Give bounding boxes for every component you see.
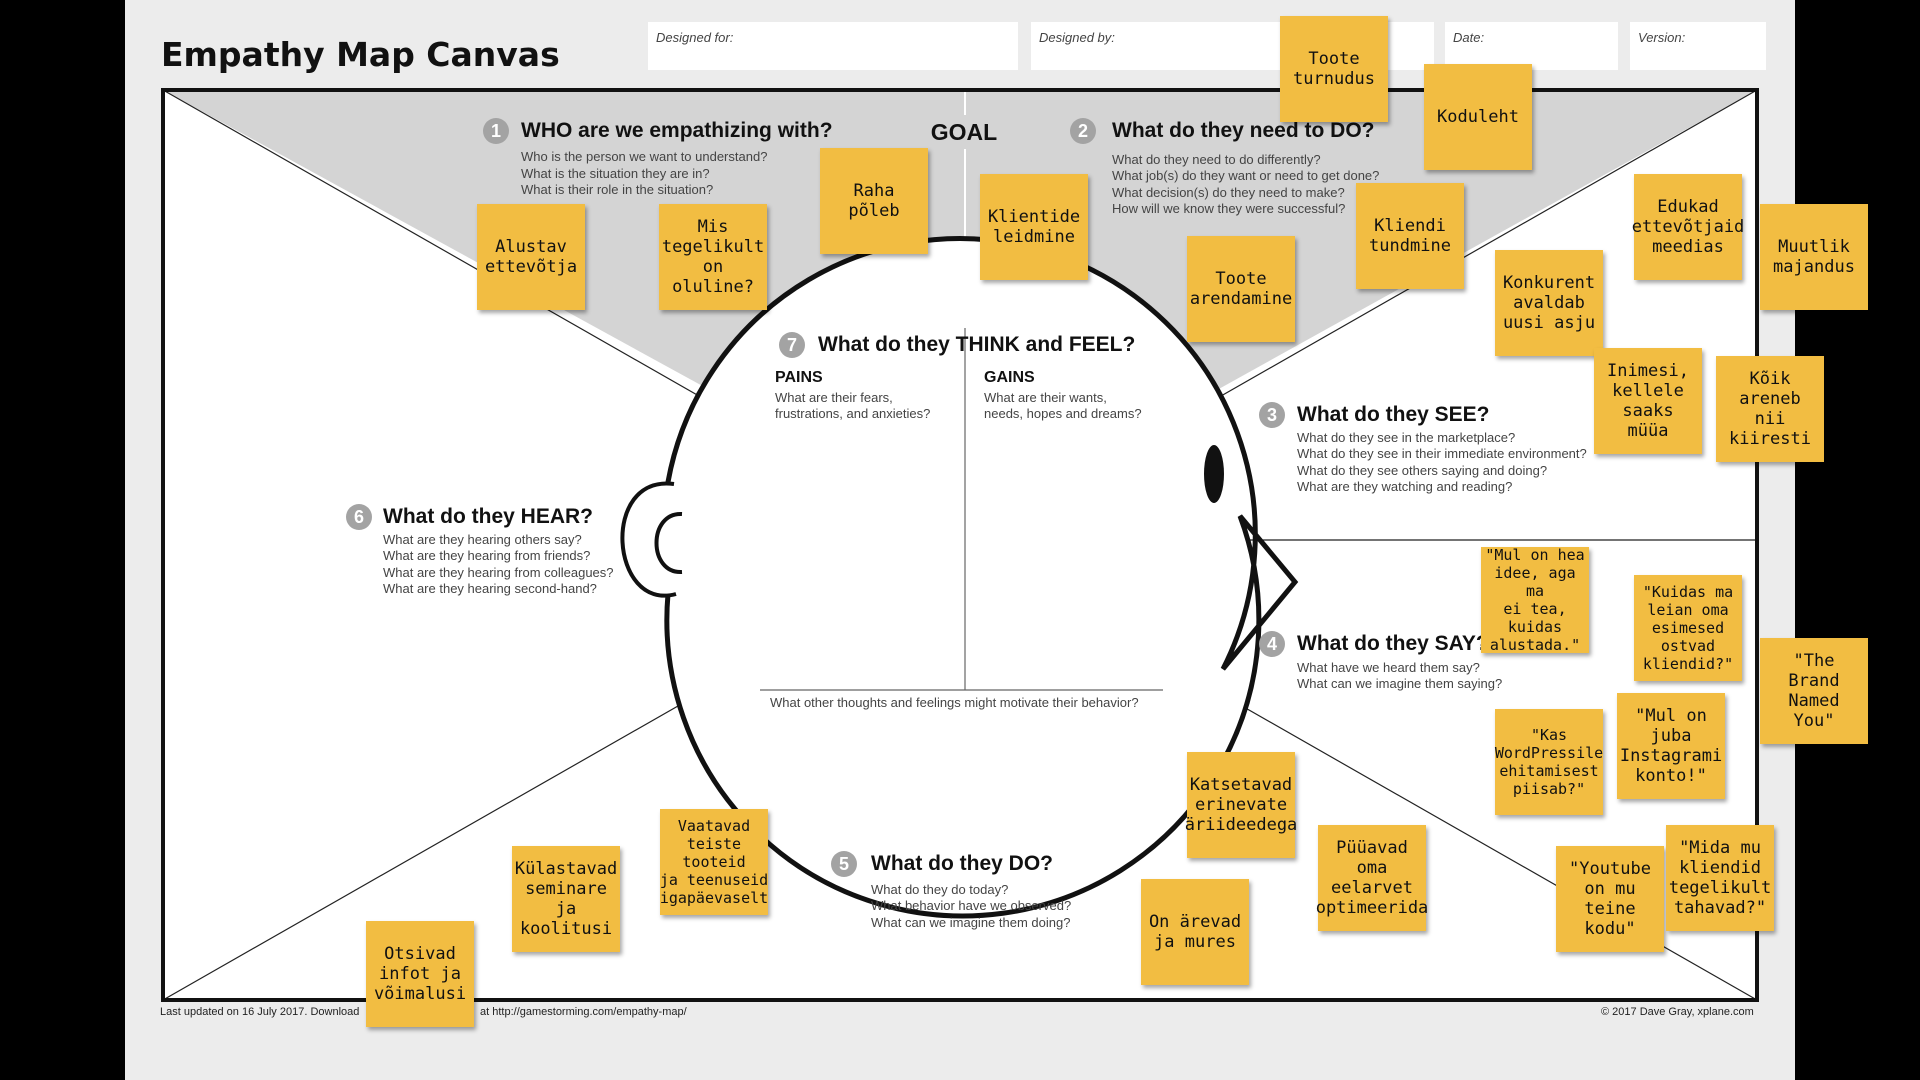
sticky-note[interactable]: Alustav ettevõtja <box>477 204 585 310</box>
question: What do they do today? <box>871 882 1009 897</box>
question: What can we imagine them saying? <box>1297 676 1503 691</box>
section-number: 5 <box>831 851 857 877</box>
section-number: 2 <box>1070 118 1096 144</box>
gains-question: What are their wants, <box>984 390 1107 405</box>
sticky-note[interactable]: Vaatavad teiste tooteid ja teenuseid iga… <box>660 809 768 915</box>
date-field[interactable]: Date: <box>1445 22 1618 70</box>
question: What have we heard them say? <box>1297 660 1480 675</box>
question: What job(s) do they want or need to get … <box>1112 168 1380 183</box>
sticky-note[interactable]: "Mul on hea idee, aga ma ei tea, kuidas … <box>1481 546 1589 654</box>
ear-inner <box>654 511 683 575</box>
pains-question: frustrations, and anxieties? <box>775 406 931 421</box>
eye <box>1204 445 1224 503</box>
sticky-note[interactable]: Edukad ettevõtjaid meedias <box>1632 174 1744 280</box>
section-number: 6 <box>346 504 372 530</box>
section-title: What do they need to DO? <box>1112 119 1375 142</box>
question: What do they see in their immediate envi… <box>1297 446 1587 461</box>
sticky-note[interactable]: Toote turnudus <box>1280 16 1388 122</box>
section-title: What do they SAY? <box>1297 632 1489 655</box>
sticky-note[interactable]: On ärevad ja mures <box>1141 879 1249 985</box>
section-title: What do they THINK and FEEL? <box>818 333 1136 356</box>
map-frame <box>161 88 1759 1002</box>
sticky-note[interactable]: Otsivad infot ja võimalusi <box>366 921 474 1027</box>
section-number: 3 <box>1259 402 1285 428</box>
question: How will we know they were successful? <box>1112 201 1346 216</box>
section-title: WHO are we empathizing with? <box>521 119 833 142</box>
sticky-note[interactable]: Püüavad oma eelarvet optimeerida <box>1316 825 1428 931</box>
sticky-note[interactable]: "Kas WordPressile ehitamisest piisab?" <box>1495 709 1603 815</box>
pains-heading: PAINS <box>775 369 823 386</box>
gains-question: needs, hopes and dreams? <box>984 406 1142 421</box>
section-number: 4 <box>1259 631 1285 657</box>
question: What are they watching and reading? <box>1297 479 1513 494</box>
footer-link[interactable]: at http://gamestorming.com/empathy-map/ <box>480 1006 687 1018</box>
question: What do they need to do differently? <box>1112 152 1321 167</box>
question: What do they see in the marketplace? <box>1297 430 1516 445</box>
designed-by-label: Designed by: <box>1039 30 1115 45</box>
sticky-note[interactable]: Inimesi, kellele saaks müüa <box>1594 348 1702 454</box>
sticky-note[interactable]: "The Brand Named You" <box>1760 638 1868 744</box>
sticky-note[interactable]: Toote arendamine <box>1187 236 1295 342</box>
sticky-note[interactable]: Raha põleb <box>820 148 928 254</box>
footer-left: Last updated on 16 July 2017. Download <box>160 1006 360 1018</box>
page-title: Empathy Map Canvas <box>161 35 560 74</box>
sticky-note[interactable]: "Mul on juba Instagrami konto!" <box>1617 693 1725 799</box>
question: What can we imagine them doing? <box>871 915 1071 930</box>
ear-outline <box>620 481 677 598</box>
sticky-note[interactable]: "Mida mu kliendid tegelikult tahavad?" <box>1666 825 1774 931</box>
version-field[interactable]: Version: <box>1630 22 1766 70</box>
question: What is the situation they are in? <box>521 166 710 181</box>
question: What are they hearing second-hand? <box>383 581 597 596</box>
question: What behavior have we observed? <box>871 898 1072 913</box>
sticky-note[interactable]: Muutlik majandus <box>1760 204 1868 310</box>
designed-for-field[interactable]: Designed for: <box>648 22 1018 70</box>
question: What are they hearing from colleagues? <box>383 565 614 580</box>
gains-heading: GAINS <box>984 369 1035 386</box>
sticky-note[interactable]: Kliendi tundmine <box>1356 183 1464 289</box>
goal-label: GOAL <box>888 115 1040 149</box>
sticky-note[interactable]: Klientide leidmine <box>980 174 1088 280</box>
question: What decision(s) do they need to make? <box>1112 185 1345 200</box>
sticky-note[interactable]: Katsetavad erinevate äriideedega <box>1185 752 1297 858</box>
date-label: Date: <box>1453 30 1485 45</box>
section-number: 1 <box>483 118 509 144</box>
sticky-note[interactable]: Külastavad seminare ja koolitusi <box>512 846 620 952</box>
section-title: What do they DO? <box>871 852 1053 875</box>
sticky-note[interactable]: Konkurent avaldab uusi asju <box>1495 250 1603 356</box>
question: What do they see others saying and doing… <box>1297 463 1548 478</box>
sticky-note[interactable]: Kõik areneb nii kiiresti <box>1716 356 1824 462</box>
version-label: Version: <box>1638 30 1686 45</box>
thoughts-question: What other thoughts and feelings might m… <box>770 695 1139 710</box>
designed-for-label: Designed for: <box>656 30 734 45</box>
sticky-note[interactable]: "Youtube on mu teine kodu" <box>1556 846 1664 952</box>
section-title: What do they HEAR? <box>383 505 593 528</box>
question: What are they hearing others say? <box>383 532 582 547</box>
section-number: 7 <box>779 332 805 358</box>
section-title: What do they SEE? <box>1297 403 1490 426</box>
question: What are they hearing from friends? <box>383 548 591 563</box>
question: What is their role in the situation? <box>521 182 714 197</box>
question: Who is the person we want to understand? <box>521 149 768 164</box>
sticky-note[interactable]: Koduleht <box>1424 64 1532 170</box>
footer-copyright: © 2017 Dave Gray, xplane.com <box>1601 1006 1754 1018</box>
pains-question: What are their fears, <box>775 390 893 405</box>
sticky-note[interactable]: Mis tegelikult on oluline? <box>659 204 767 310</box>
sticky-note[interactable]: "Kuidas ma leian oma esimesed ostvad kli… <box>1634 575 1742 681</box>
